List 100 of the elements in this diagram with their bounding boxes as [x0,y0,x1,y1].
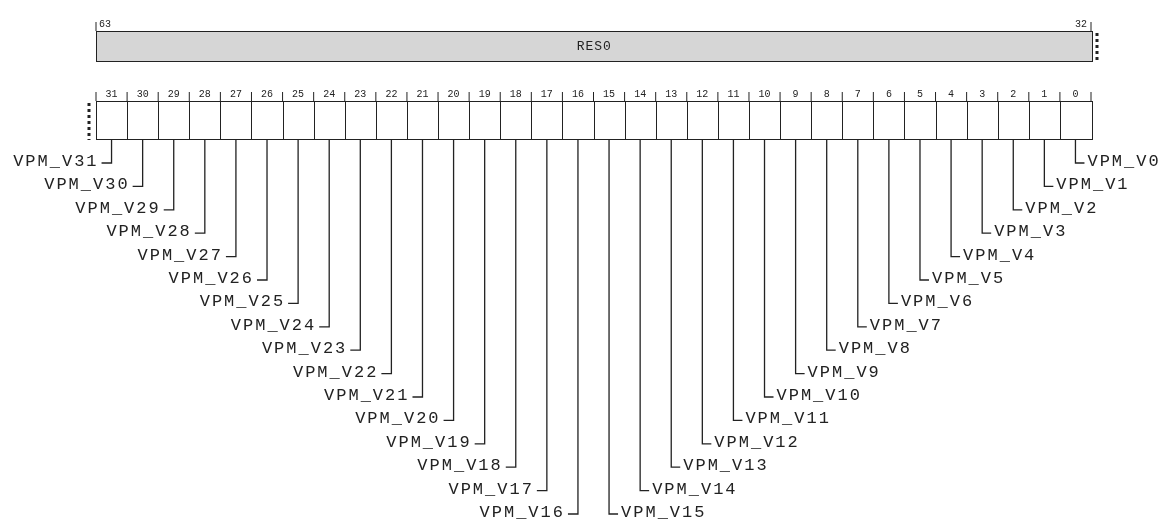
leader-line [567,139,579,515]
bit-cell [780,101,813,140]
bit-number: 7 [853,90,862,100]
signal-name: VPM_V1 [1056,176,1130,195]
signal-name: VPM_V7 [869,316,943,335]
bit-number: 23 [353,90,368,100]
signal-name: VPM_V5 [932,270,1006,288]
signal-name: VPM_V24 [230,316,317,335]
signal-name: VPM_V27 [137,246,223,265]
leader-line [639,139,650,492]
bit-number: 11 [726,90,741,100]
bit-number: 15 [602,90,617,100]
signal-name: VPM_V28 [106,223,192,242]
bit-number: 24 [322,90,337,100]
signal-name: VPM_V0 [1087,153,1161,171]
leader-line [442,139,455,422]
leader-line [950,139,961,258]
bit-number: 6 [884,90,893,100]
bit-cell [220,101,253,140]
signal-name: VPM_V6 [900,293,975,312]
bit-cell [562,101,595,140]
signal-name: VPM_V16 [479,504,565,522]
bit-cell [1059,101,1093,140]
bit-cell [438,101,471,140]
bit-number: 20 [446,90,461,100]
signal-name: VPM_V10 [776,387,862,405]
bit-number: 3 [978,90,987,100]
leader-line [826,139,837,351]
signal-name: VPM_V31 [13,153,99,171]
bit-number: 30 [135,90,150,100]
bit-number: 28 [197,90,212,100]
bit-number: 17 [539,90,554,100]
signal-name: VPM_V2 [1025,199,1099,218]
leader-line [670,139,681,468]
signal-name: VPM_V30 [44,176,130,195]
leader-line [349,139,361,351]
bit-number: 22 [384,90,399,100]
leader-line [380,139,393,375]
bit-cell [904,101,938,140]
bit-cell [531,101,564,140]
leader-line [981,139,992,234]
bit-cell [96,101,129,140]
bit-number: 31 [104,90,119,100]
signal-name: VPM_V11 [745,410,831,429]
leader-line [1012,139,1023,211]
leader-line [411,139,424,398]
bit-number: 21 [415,90,430,100]
leader-line [100,139,113,164]
signal-name: VPM_V23 [261,340,348,359]
leader-line [701,139,712,445]
signal-name: VPM_V17 [448,480,534,499]
leader-line [919,139,930,281]
bit-number: 9 [791,90,800,100]
leader-line [287,139,299,305]
leader-line [536,139,548,492]
bit-number: 12 [695,90,710,100]
signal-name: VPM_V20 [355,410,441,429]
bit-number: 26 [260,90,274,100]
signal-name: VPM_V19 [386,433,472,452]
bit-cell [500,101,533,140]
bit-cell [873,101,906,140]
signal-name: VPM_V13 [683,457,769,476]
bit-number: 0 [1071,90,1080,100]
signal-name: VPM_V22 [292,363,379,382]
bit-number: 10 [757,90,772,100]
leader-line [256,139,268,281]
leader-line [888,139,899,305]
leader-line [732,139,744,422]
signal-name: VPM_V9 [807,363,881,382]
signal-name: VPM_V4 [963,246,1037,265]
bit-number: 14 [633,90,648,100]
leader-line [225,139,237,258]
bit-number: 18 [508,90,523,100]
bit-number: 4 [947,90,956,100]
leader-line [194,139,206,234]
bit-cell [251,101,285,140]
signal-name: VPM_V15 [621,504,707,522]
bit-number: 8 [822,90,831,100]
leader-line [794,139,806,375]
bit-number: 25 [291,90,306,100]
bit-number: 29 [166,90,181,100]
signal-name: VPM_V18 [417,457,503,476]
bit-number: 32 [1075,20,1087,30]
leader-line [1074,139,1086,164]
bit-number: 63 [99,20,111,30]
bit-number: 5 [915,90,924,100]
signal-name: VPM_V14 [652,480,738,499]
leader-line [505,139,517,468]
bit-cell [842,101,875,140]
leader-line [132,139,144,188]
bit-number: 1 [1040,90,1049,100]
bit-number: 2 [1009,90,1018,100]
signal-name: VPM_V3 [994,223,1068,242]
bit-number: 27 [228,90,243,100]
signal-name: VPM_V29 [75,199,161,218]
bit-cell [189,101,222,140]
leader-line [857,139,868,328]
leader-line [763,139,775,398]
reserved-field [96,31,1093,62]
field-name: RES0 [576,39,612,54]
